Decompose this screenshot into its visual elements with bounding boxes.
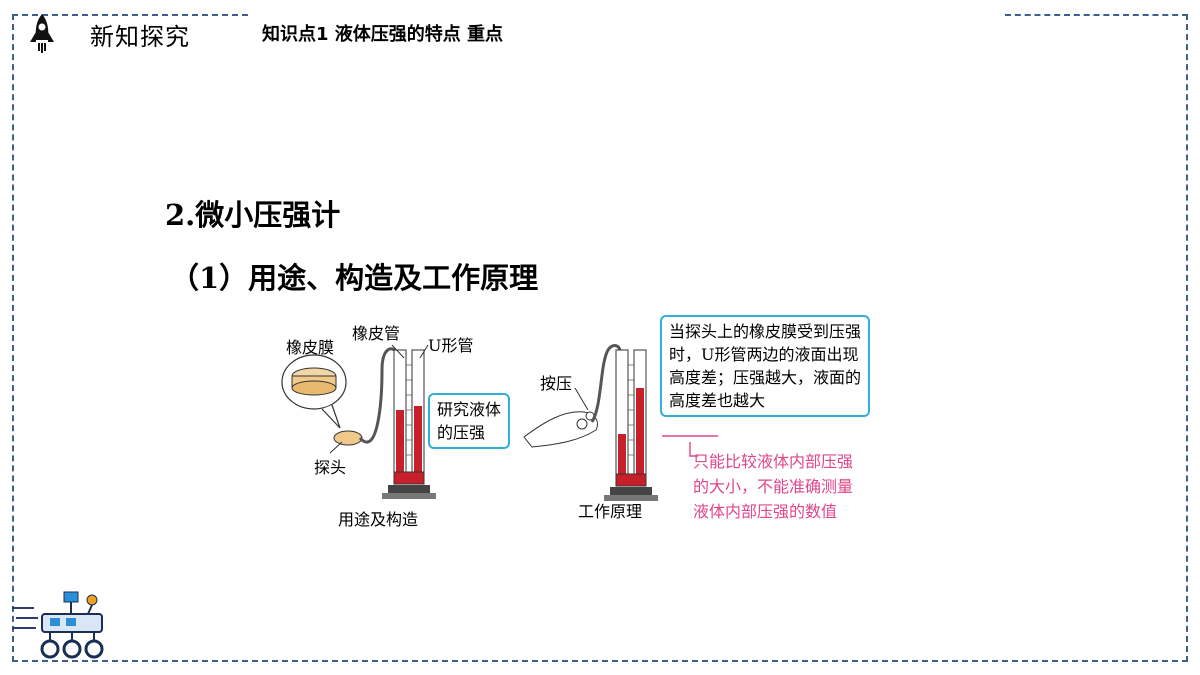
note-line3: 液体内部压强的数值 bbox=[693, 502, 838, 521]
content-heading: 2.微小压强计 bbox=[165, 198, 341, 232]
label-rubber-tube: 橡皮管 bbox=[352, 324, 401, 343]
callout-principle-line2: 时，U形管两边的液面出现 bbox=[669, 345, 859, 364]
label-u-tube: U形管 bbox=[428, 336, 474, 355]
callout-principle-line4: 高度差也越大 bbox=[669, 391, 766, 410]
callout-principle: 当探头上的橡皮膜受到压强 时，U形管两边的液面出现 高度差；压强越大，液面的 高… bbox=[660, 315, 871, 417]
frame-right bbox=[1186, 14, 1188, 662]
frame-bottom bbox=[12, 660, 1188, 662]
label-probe: 探头 bbox=[314, 458, 347, 477]
content-subheading: （1）用途、构造及工作原理 bbox=[170, 261, 539, 295]
callout-purpose-line2: 的压强 bbox=[437, 423, 486, 442]
frame-top-right bbox=[1005, 14, 1188, 16]
note-limitation: 只能比较液体内部压强 的大小，不能准确测量 液体内部压强的数值 bbox=[693, 449, 853, 524]
note-line1: 只能比较液体内部压强 bbox=[693, 452, 854, 471]
rover-icon bbox=[12, 591, 104, 659]
callout-purpose-line1: 研究液体 bbox=[437, 400, 502, 419]
callout-principle-line1: 当探头上的橡皮膜受到压强 bbox=[669, 322, 862, 341]
section-title: 新知探究 bbox=[90, 23, 190, 51]
caption-principle: 工作原理 bbox=[578, 502, 643, 521]
pressure-gauge-figure bbox=[281, 344, 718, 501]
label-membrane: 橡皮膜 bbox=[286, 338, 335, 357]
caption-purpose: 用途及构造 bbox=[338, 510, 419, 529]
note-line2: 的大小，不能准确测量 bbox=[693, 477, 854, 496]
frame-left bbox=[12, 14, 14, 662]
label-press: 按压 bbox=[540, 374, 573, 393]
rocket-icon bbox=[30, 14, 54, 53]
callout-purpose: 研究液体 的压强 bbox=[428, 393, 511, 449]
frame-top-left bbox=[12, 14, 248, 16]
callout-principle-line3: 高度差；压强越大，液面的 bbox=[669, 368, 862, 387]
page-subtitle: 知识点1 液体压强的特点 重点 bbox=[262, 24, 504, 45]
